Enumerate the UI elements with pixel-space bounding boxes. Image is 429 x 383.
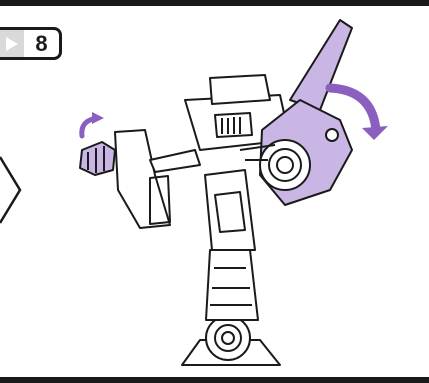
bottom-border [0,377,429,383]
play-triangle-icon [0,30,24,57]
top-border [0,0,429,6]
chevron-right-icon [0,156,22,224]
curved-arrow-clockwise-icon [325,83,388,140]
step-badge: 8 [0,27,62,60]
curved-arrow-counterclockwise-icon [79,112,104,139]
step-number: 8 [35,30,48,56]
